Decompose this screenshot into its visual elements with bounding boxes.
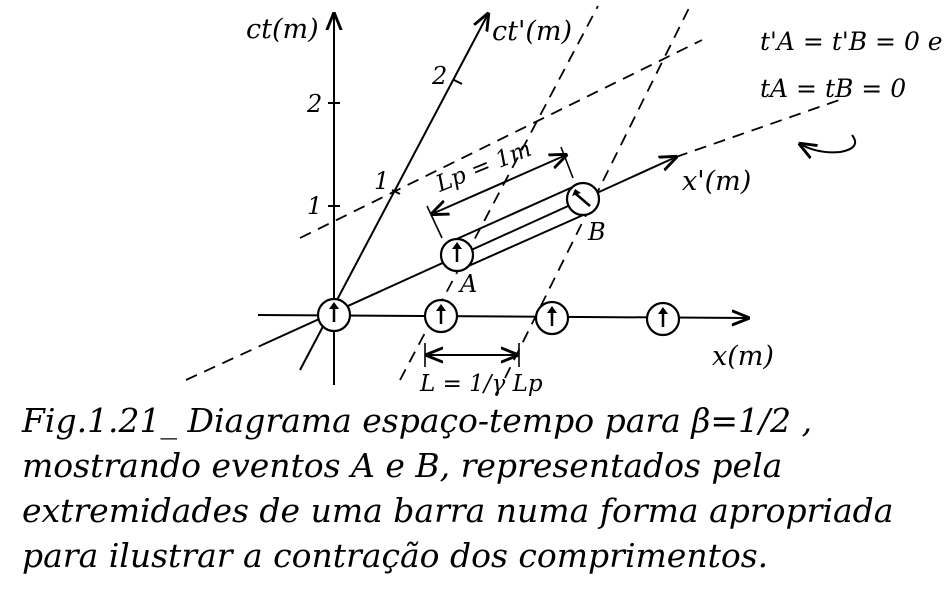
dashed-line-x-prime-extension bbox=[675, 97, 846, 158]
clock-x1 bbox=[423, 298, 459, 334]
spacetime-diagram: ct(m) ct'(m) x(m) x'(m) 2 1 1 2 A B Lp =… bbox=[185, 5, 943, 397]
proper-length-label: Lp = 1m bbox=[432, 136, 536, 198]
simultaneity-note-line1: t'A = t'B = 0 e bbox=[760, 27, 943, 56]
ct-prime-tick-2-label: 2 bbox=[431, 62, 447, 90]
ct-prime-tick-1 bbox=[391, 189, 401, 195]
rod-edge-upper bbox=[449, 185, 576, 243]
clock-origin bbox=[316, 297, 352, 333]
figure-caption: Fig.1.21_ Diagrama espaço-tempo para β=1… bbox=[22, 401, 894, 575]
simultaneity-note-line2: tA = tB = 0 bbox=[760, 74, 906, 103]
ct-prime-axis-label: ct'(m) bbox=[492, 16, 572, 47]
ct-prime-tick-2 bbox=[453, 79, 463, 85]
clock-event-a bbox=[439, 237, 475, 273]
note-pointer-arrow bbox=[800, 134, 856, 152]
x-axis-label: x(m) bbox=[712, 341, 774, 372]
proper-length-arrow bbox=[432, 155, 566, 214]
proper-length-extension-a bbox=[426, 205, 443, 239]
ct-tick-1-label: 1 bbox=[307, 192, 322, 220]
clock-x3 bbox=[645, 301, 681, 337]
ct-axis-label: ct(m) bbox=[246, 14, 319, 45]
event-b-label: B bbox=[587, 218, 606, 246]
ct-tick-2-label: 2 bbox=[306, 90, 322, 118]
event-a-label: A bbox=[458, 270, 477, 298]
ct-prime-tick-1-label: 1 bbox=[374, 167, 389, 195]
proper-length-extension-b bbox=[560, 146, 574, 179]
clock-event-b bbox=[565, 181, 601, 217]
dashed-line-lower-left bbox=[185, 344, 263, 381]
x-prime-axis-label: x'(m) bbox=[682, 166, 751, 197]
dashed-line-simultaneity-ct1 bbox=[299, 39, 703, 239]
contracted-length-label: L = 1/γ Lp bbox=[419, 371, 543, 397]
rod-edge-lower bbox=[463, 211, 591, 269]
clock-x2 bbox=[534, 300, 570, 336]
